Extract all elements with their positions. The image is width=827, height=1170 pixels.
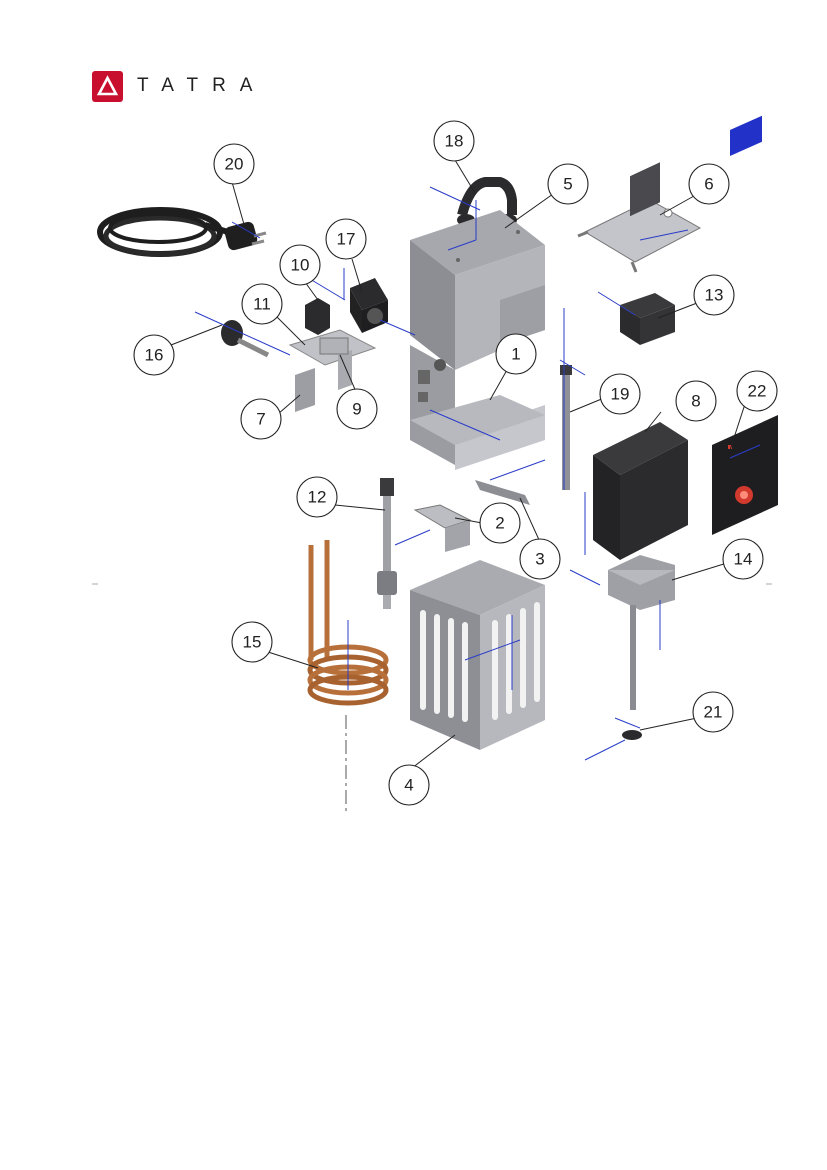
front-panel-part <box>712 115 778 535</box>
callout-20: 20 <box>213 143 255 185</box>
svg-text:5: 5 <box>563 175 572 194</box>
callout-7: 7 <box>240 398 282 440</box>
cover-part <box>410 210 545 370</box>
brand-name: TATRA <box>137 75 267 96</box>
callout-13: 13 <box>693 274 735 316</box>
control-housing-part <box>593 162 688 560</box>
svg-text:13: 13 <box>705 286 724 305</box>
brand-logo: TATRA <box>92 70 266 102</box>
callout-2: 2 <box>479 502 521 544</box>
svg-text:8: 8 <box>691 392 700 411</box>
callout-12: 12 <box>296 476 338 518</box>
triangle-logo-icon <box>92 70 123 102</box>
callout-3: 3 <box>519 538 561 580</box>
mount-plate-part <box>288 329 377 412</box>
svg-text:11: 11 <box>253 295 271 314</box>
callout-22: 22 <box>736 370 778 412</box>
svg-text:6: 6 <box>704 175 713 194</box>
callout-16: 16 <box>133 334 175 376</box>
callout-18: 18 <box>433 120 475 162</box>
callout-4: 4 <box>388 764 430 806</box>
callout-10: 10 <box>279 244 321 286</box>
callout-9: 9 <box>336 388 378 430</box>
svg-text:10: 10 <box>291 256 310 275</box>
svg-text:18: 18 <box>445 132 464 151</box>
svg-text:12: 12 <box>308 488 327 507</box>
callout-1: 1 <box>495 333 537 375</box>
callout-6: 6 <box>688 163 730 205</box>
assembly-axis-lines <box>194 186 761 761</box>
svg-text:14: 14 <box>734 550 753 569</box>
callout-5: 5 <box>547 163 589 205</box>
svg-text:4: 4 <box>404 776 413 795</box>
svg-text:21: 21 <box>704 703 723 722</box>
svg-text:22: 22 <box>748 382 767 401</box>
callout-21: 21 <box>692 691 734 733</box>
callout-11: 11 <box>241 283 283 325</box>
svg-text:9: 9 <box>352 400 361 419</box>
chassis-part <box>410 345 545 470</box>
svg-text:16: 16 <box>145 346 164 365</box>
knob-part <box>221 320 270 358</box>
cage-part <box>410 560 545 750</box>
svg-text:7: 7 <box>256 410 265 429</box>
callout-17: 17 <box>325 218 367 260</box>
power-cord-part <box>97 207 267 257</box>
heater-element-part <box>377 478 397 609</box>
svg-text:15: 15 <box>243 633 262 652</box>
callout-8: 8 <box>675 380 717 422</box>
leader-lines <box>170 159 746 769</box>
filter-box-part <box>620 293 675 345</box>
small-bracket-part <box>413 504 472 552</box>
bracket-part <box>577 199 702 273</box>
fan-part <box>350 278 388 333</box>
callout-14: 14 <box>722 538 764 580</box>
svg-text:20: 20 <box>225 155 244 174</box>
callout-15: 15 <box>231 621 273 663</box>
controller-part <box>305 298 330 335</box>
svg-text:17: 17 <box>337 230 356 249</box>
motor-part <box>608 555 675 710</box>
svg-text:2: 2 <box>495 514 504 533</box>
impeller-part <box>622 730 642 740</box>
svg-text:3: 3 <box>535 550 544 569</box>
svg-text:1: 1 <box>511 345 520 364</box>
svg-text:19: 19 <box>611 385 630 404</box>
probe-part <box>560 365 572 490</box>
rail-part <box>475 480 530 505</box>
callout-19: 19 <box>599 373 641 415</box>
